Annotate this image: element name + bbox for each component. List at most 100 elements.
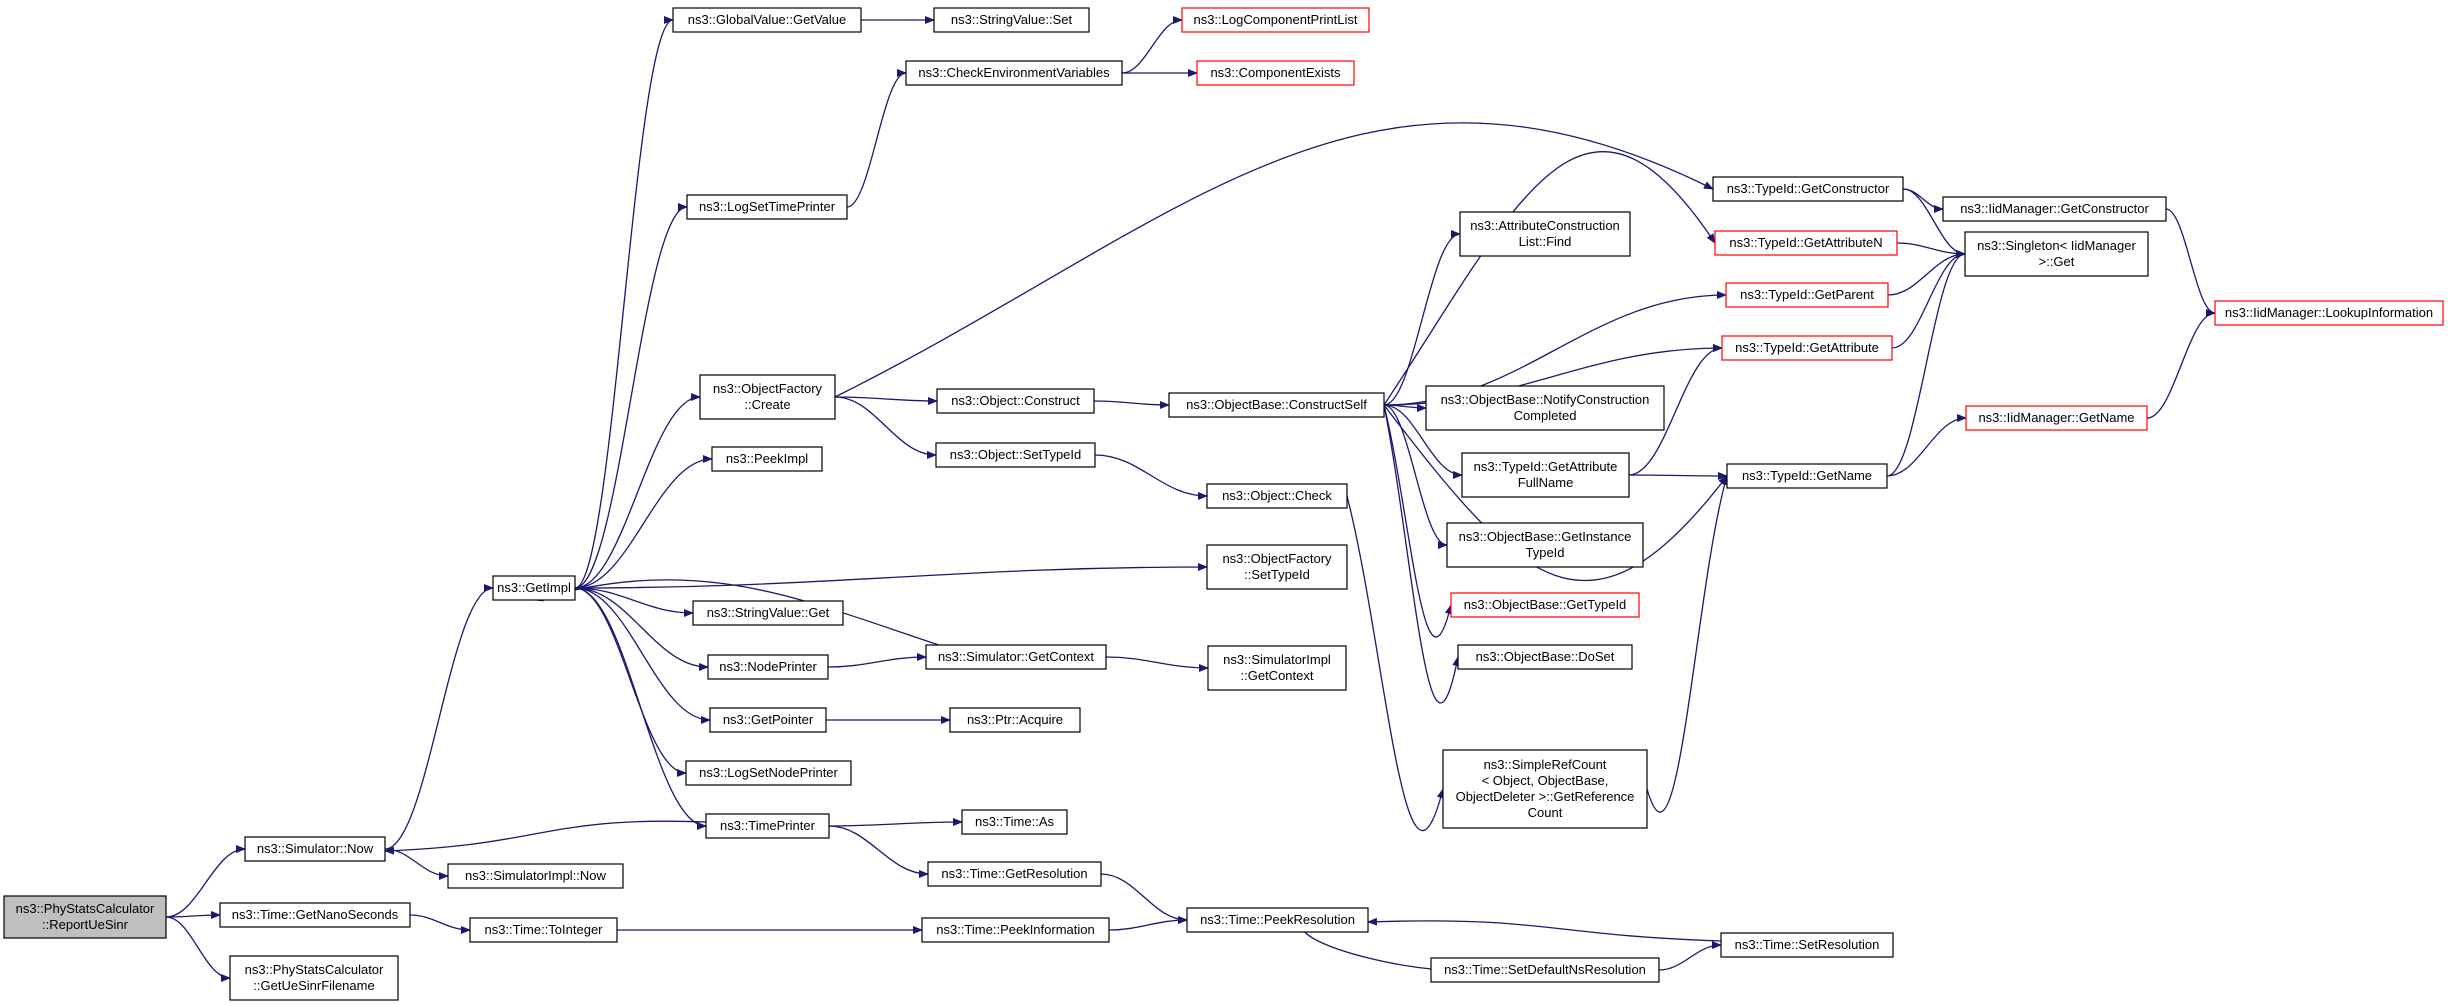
node-box[interactable]: [219, 902, 411, 928]
node-time-getresolution[interactable]: ns3::Time::GetResolution: [927, 861, 1102, 887]
node-box[interactable]: [469, 917, 618, 943]
node-typeid-getparent[interactable]: ns3::TypeId::GetParent: [1725, 282, 1889, 308]
node-box[interactable]: [1168, 392, 1385, 418]
node-phys-getfile[interactable]: ns3::PhyStatsCalculator::GetUeSinrFilena…: [229, 955, 399, 1001]
node-root[interactable]: ns3::PhyStatsCalculator::ReportUeSinr: [3, 895, 167, 939]
node-getimpl[interactable]: ns3::GetImpl: [492, 575, 576, 601]
node-box[interactable]: [1714, 230, 1898, 256]
node-box[interactable]: [1725, 282, 1889, 308]
node-box[interactable]: [692, 600, 844, 626]
node-box[interactable]: [2214, 300, 2444, 326]
node-box[interactable]: [1206, 483, 1348, 509]
node-box[interactable]: [447, 863, 624, 889]
node-box[interactable]: [686, 194, 848, 220]
node-time-tointeger[interactable]: ns3::Time::ToInteger: [469, 917, 618, 943]
node-box[interactable]: [1942, 196, 2167, 222]
node-time-as[interactable]: ns3::Time::As: [961, 809, 1068, 835]
node-logcomponentprintlist[interactable]: ns3::LogComponentPrintList: [1181, 7, 1370, 33]
node-box[interactable]: [1712, 176, 1904, 202]
node-box[interactable]: [1430, 957, 1660, 983]
node-box[interactable]: [3, 895, 167, 939]
node-box[interactable]: [1196, 60, 1355, 86]
node-box[interactable]: [1720, 932, 1894, 958]
node-typeid-getname[interactable]: ns3::TypeId::GetName: [1726, 463, 1888, 489]
node-simimpl-getcontext[interactable]: ns3::SimulatorImpl::GetContext: [1207, 645, 1347, 691]
node-box[interactable]: [1965, 405, 2148, 431]
node-globalvalue-getvalue[interactable]: ns3::GlobalValue::GetValue: [672, 7, 862, 33]
node-box[interactable]: [492, 575, 576, 601]
node-box[interactable]: [1425, 385, 1665, 431]
node-box[interactable]: [927, 861, 1102, 887]
node-box[interactable]: [1446, 522, 1644, 568]
node-logsettimeprinter[interactable]: ns3::LogSetTimePrinter: [686, 194, 848, 220]
node-time-peekresolution[interactable]: ns3::Time::PeekResolution: [1186, 907, 1369, 933]
node-objfactory-settypeid[interactable]: ns3::ObjectFactory::SetTypeId: [1206, 544, 1348, 590]
node-iidmanager-getconstructor[interactable]: ns3::IidManager::GetConstructor: [1942, 196, 2167, 222]
node-iidmanager-lookup[interactable]: ns3::IidManager::LookupInformation: [2214, 300, 2444, 326]
node-simimpl-now[interactable]: ns3::SimulatorImpl::Now: [447, 863, 624, 889]
node-box[interactable]: [685, 760, 852, 786]
node-simplerefcount[interactable]: ns3::SimpleRefCount< Object, ObjectBase,…: [1442, 749, 1648, 829]
node-box[interactable]: [1726, 463, 1888, 489]
node-object-check[interactable]: ns3::Object::Check: [1206, 483, 1348, 509]
node-box[interactable]: [961, 809, 1068, 835]
node-time-setresolution[interactable]: ns3::Time::SetResolution: [1720, 932, 1894, 958]
node-ptr-acquire[interactable]: ns3::Ptr::Acquire: [949, 707, 1081, 733]
node-objectbase-constructself[interactable]: ns3::ObjectBase::ConstructSelf: [1168, 392, 1385, 418]
node-componentexists[interactable]: ns3::ComponentExists: [1196, 60, 1355, 86]
node-stringvalue-set[interactable]: ns3::StringValue::Set: [933, 7, 1090, 33]
node-box[interactable]: [1450, 592, 1640, 618]
node-iidmanager-getname[interactable]: ns3::IidManager::GetName: [1965, 405, 2148, 431]
node-box[interactable]: [711, 446, 823, 472]
node-box[interactable]: [1186, 907, 1369, 933]
node-object-settypeid[interactable]: ns3::Object::SetTypeId: [935, 442, 1096, 468]
node-peekimpl[interactable]: ns3::PeekImpl: [711, 446, 823, 472]
node-box[interactable]: [229, 955, 399, 1001]
node-box[interactable]: [1181, 7, 1370, 33]
node-box[interactable]: [1457, 644, 1633, 670]
node-box[interactable]: [244, 836, 386, 862]
node-box[interactable]: [709, 707, 827, 733]
node-box[interactable]: [925, 644, 1107, 670]
node-typeid-getattribute[interactable]: ns3::TypeId::GetAttribute: [1721, 335, 1893, 361]
node-objectbase-notify[interactable]: ns3::ObjectBase::NotifyConstructionCompl…: [1425, 385, 1665, 431]
node-time-peekinformation[interactable]: ns3::Time::PeekInformation: [921, 917, 1110, 943]
node-box[interactable]: [933, 7, 1090, 33]
node-singleton-get[interactable]: ns3::Singleton< IidManager >::Get: [1964, 231, 2149, 277]
node-time-setdefaultns[interactable]: ns3::Time::SetDefaultNsResolution: [1430, 957, 1660, 983]
node-box[interactable]: [1459, 211, 1631, 257]
node-timeprinter[interactable]: ns3::TimePrinter: [705, 813, 830, 839]
node-typeid-getattributen[interactable]: ns3::TypeId::GetAttributeN: [1714, 230, 1898, 256]
node-box[interactable]: [936, 388, 1095, 414]
node-objfactory-create[interactable]: ns3::ObjectFactory::Create: [699, 374, 836, 420]
node-box[interactable]: [949, 707, 1081, 733]
node-box[interactable]: [921, 917, 1110, 943]
node-box[interactable]: [699, 374, 836, 420]
node-box[interactable]: [1206, 544, 1348, 590]
node-box[interactable]: [705, 813, 830, 839]
node-box[interactable]: [672, 7, 862, 33]
node-getpointer[interactable]: ns3::GetPointer: [709, 707, 827, 733]
node-sim-getcontext[interactable]: ns3::Simulator::GetContext: [925, 644, 1107, 670]
node-box[interactable]: [905, 60, 1123, 86]
node-logsetnodeprinter[interactable]: ns3::LogSetNodePrinter: [685, 760, 852, 786]
node-sim-now[interactable]: ns3::Simulator::Now: [244, 836, 386, 862]
node-nodeprinter[interactable]: ns3::NodePrinter: [707, 654, 829, 680]
node-time-getnano[interactable]: ns3::Time::GetNanoSeconds: [219, 902, 411, 928]
node-objectbase-doset[interactable]: ns3::ObjectBase::DoSet: [1457, 644, 1633, 670]
node-object-construct[interactable]: ns3::Object::Construct: [936, 388, 1095, 414]
node-box[interactable]: [707, 654, 829, 680]
node-stringvalue-get[interactable]: ns3::StringValue::Get: [692, 600, 844, 626]
node-checkenv[interactable]: ns3::CheckEnvironmentVariables: [905, 60, 1123, 86]
node-typeid-getconstructor[interactable]: ns3::TypeId::GetConstructor: [1712, 176, 1904, 202]
node-box[interactable]: [1442, 749, 1648, 829]
node-objectbase-gettypeid[interactable]: ns3::ObjectBase::GetTypeId: [1450, 592, 1640, 618]
node-box[interactable]: [1964, 231, 2149, 277]
node-box[interactable]: [1461, 452, 1630, 498]
node-box[interactable]: [1207, 645, 1347, 691]
node-box[interactable]: [935, 442, 1096, 468]
node-box[interactable]: [1721, 335, 1893, 361]
